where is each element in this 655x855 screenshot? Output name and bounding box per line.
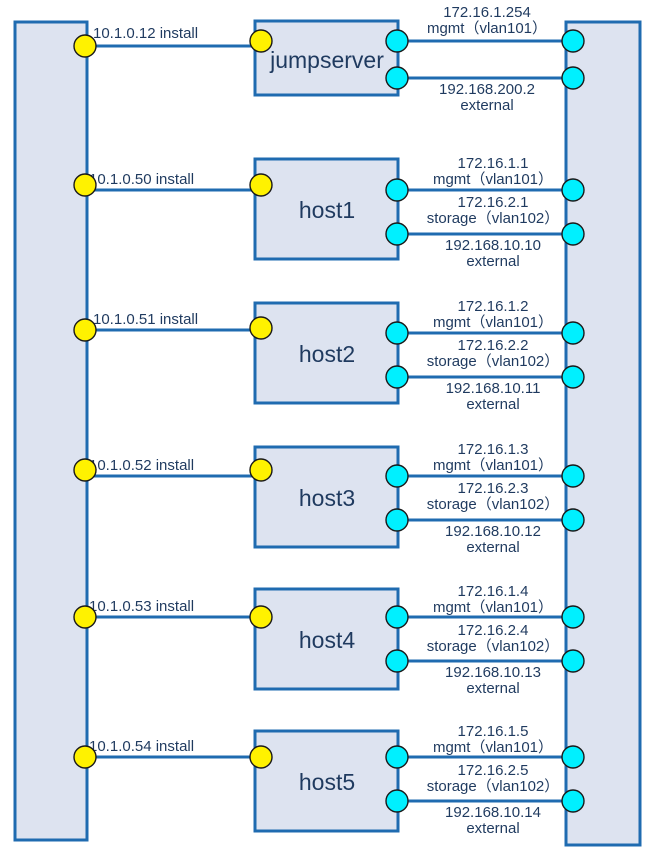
install-label: 10.1.0.12 install [93, 25, 198, 42]
node-mgmt-switch[interactable] [561, 745, 585, 769]
link-label-external-address: 192.168.10.11 [446, 380, 541, 397]
link-label-external-address: 192.168.200.2 [439, 81, 535, 98]
link-label-mgmt-vlan: mgmt（vlan101） [433, 314, 553, 331]
link-label-external-address: 192.168.10.12 [445, 523, 541, 540]
node-install-host[interactable] [249, 458, 273, 482]
node-mgmt-host[interactable] [385, 29, 409, 53]
install-label: 10.1.0.54 install [89, 738, 194, 755]
node-storage-host[interactable] [385, 222, 409, 246]
row-host2: host2 10.1.0.51 install 172.16.1.2 mgmt（… [73, 298, 585, 413]
node-install-zone[interactable] [73, 318, 97, 342]
link-label-mgmt-address: 172.16.1.1 [458, 155, 529, 172]
node-storage-host[interactable] [385, 789, 409, 813]
host-box[interactable] [253, 445, 400, 549]
link-label-mgmt-vlan: mgmt（vlan101） [427, 20, 547, 37]
node-install-zone[interactable] [73, 173, 97, 197]
node-external-host[interactable] [385, 66, 409, 90]
install-label: 10.1.0.52 install [89, 457, 194, 474]
node-install-zone[interactable] [73, 605, 97, 629]
link-label-external-name: external [460, 97, 513, 114]
link-label-external-address: 192.168.10.14 [445, 804, 541, 821]
node-install-host[interactable] [249, 605, 273, 629]
node-mgmt-host[interactable] [385, 178, 409, 202]
node-install-host[interactable] [249, 745, 273, 769]
host-label: host4 [299, 627, 355, 653]
link-label-storage-vlan: storage（vlan102） [427, 353, 560, 370]
link-label-external-name: external [466, 253, 519, 270]
link-label-mgmt-address: 172.16.1.4 [458, 583, 529, 600]
node-mgmt-switch[interactable] [561, 29, 585, 53]
node-install-zone[interactable] [73, 34, 97, 58]
node-mgmt-host[interactable] [385, 321, 409, 345]
node-storage-host[interactable] [385, 508, 409, 532]
link-label-mgmt-vlan: mgmt（vlan101） [433, 739, 553, 756]
row-host5: host5 10.1.0.54 install 172.16.1.5 mgmt（… [73, 723, 585, 837]
link-label-external-name: external [466, 539, 519, 556]
row-jumpserver: jumpserver 10.1.0.12 install 172.16.1.25… [73, 4, 585, 114]
row-host4: host4 10.1.0.53 install 172.16.1.4 mgmt（… [73, 583, 585, 697]
link-label-storage-vlan: storage（vlan102） [427, 778, 560, 795]
host-label: host5 [299, 769, 355, 795]
host-box[interactable] [253, 301, 400, 405]
link-label-external-address: 192.168.10.10 [445, 237, 541, 254]
node-install-host[interactable] [249, 316, 273, 340]
host-box[interactable] [253, 157, 400, 261]
node-install-zone[interactable] [73, 458, 97, 482]
link-label-storage-vlan: storage（vlan102） [427, 638, 560, 655]
host-label: host2 [299, 341, 355, 367]
link-label-mgmt-address: 172.16.1.3 [458, 441, 529, 458]
link-label-mgmt-vlan: mgmt（vlan101） [433, 457, 553, 474]
link-label-storage-address: 172.16.2.1 [458, 194, 529, 211]
link-label-storage-vlan: storage（vlan102） [427, 496, 560, 513]
node-mgmt-switch[interactable] [561, 464, 585, 488]
node-install-zone[interactable] [73, 745, 97, 769]
node-mgmt-switch[interactable] [561, 605, 585, 629]
node-mgmt-host[interactable] [385, 745, 409, 769]
node-storage-host[interactable] [385, 365, 409, 389]
link-label-storage-vlan: storage（vlan102） [427, 210, 560, 227]
switch-network-zone[interactable] [564, 20, 642, 847]
host-label: host3 [299, 485, 355, 511]
link-label-storage-address: 172.16.2.3 [458, 480, 529, 497]
host-label: host1 [299, 197, 355, 223]
link-label-external-name: external [466, 820, 519, 837]
node-storage-switch[interactable] [561, 508, 585, 532]
node-storage-switch[interactable] [561, 789, 585, 813]
node-storage-host[interactable] [385, 649, 409, 673]
link-label-mgmt-address: 172.16.1.5 [458, 723, 529, 740]
node-install-host[interactable] [249, 173, 273, 197]
host-box[interactable] [253, 587, 400, 691]
row-host1: host1 10.1.0.50 install 172.16.1.1 mgmt（… [73, 155, 585, 270]
link-label-mgmt-address: 172.16.1.2 [458, 298, 529, 315]
node-mgmt-host[interactable] [385, 464, 409, 488]
link-label-external-address: 192.168.10.13 [445, 664, 541, 681]
install-label: 10.1.0.50 install [89, 171, 194, 188]
node-mgmt-switch[interactable] [561, 321, 585, 345]
link-label-storage-address: 172.16.2.2 [458, 337, 529, 354]
install-label: 10.1.0.53 install [89, 598, 194, 615]
link-label-mgmt-vlan: mgmt（vlan101） [433, 599, 553, 616]
row-host3: host3 10.1.0.52 install 172.16.1.3 mgmt（… [73, 441, 585, 556]
node-external-switch[interactable] [561, 66, 585, 90]
host-box[interactable] [253, 729, 400, 833]
node-storage-switch[interactable] [561, 222, 585, 246]
node-storage-switch[interactable] [561, 365, 585, 389]
host-box[interactable] [253, 19, 400, 97]
node-storage-switch[interactable] [561, 649, 585, 673]
link-label-storage-address: 172.16.2.4 [458, 622, 529, 639]
link-label-mgmt-vlan: mgmt（vlan101） [433, 171, 553, 188]
install-network-zone[interactable] [13, 20, 89, 842]
link-label-external-name: external [466, 396, 519, 413]
node-install-host[interactable] [249, 29, 273, 53]
node-mgmt-switch[interactable] [561, 178, 585, 202]
link-label-external-name: external [466, 680, 519, 697]
link-label-mgmt-address: 172.16.1.254 [443, 4, 531, 21]
host-label: jumpserver [269, 47, 384, 73]
node-mgmt-host[interactable] [385, 605, 409, 629]
link-label-storage-address: 172.16.2.5 [458, 762, 529, 779]
install-label: 10.1.0.51 install [93, 311, 198, 328]
